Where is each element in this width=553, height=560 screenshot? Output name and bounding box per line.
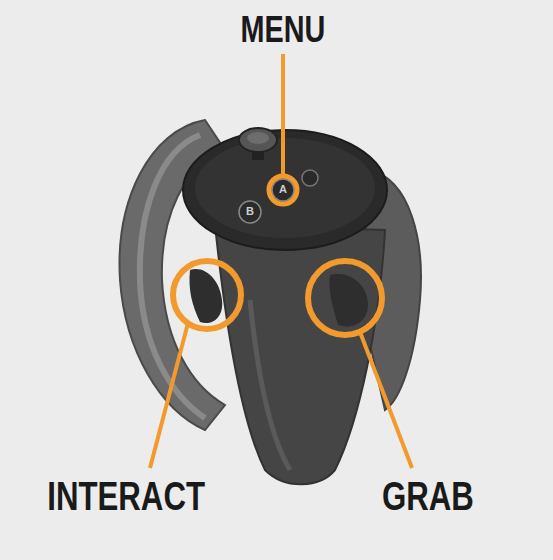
leader-line [360,332,412,468]
system-button [302,170,318,186]
callout-label: MENU [241,12,326,48]
a-button [272,179,294,201]
callout-label: GRAB [382,476,474,516]
leader-line [281,54,285,176]
callout-circle [308,261,382,335]
callout-circle [173,261,241,329]
callout-circle [269,176,297,204]
button-letter: B [246,206,254,217]
button-letter: A [279,184,287,195]
index-trigger [189,269,222,323]
leader-line [150,323,188,468]
grip-highlight [250,300,290,470]
thumbstick [239,128,277,152]
thumbstick-top [247,132,269,144]
b-button [239,201,261,223]
callout-label: INTERACT [47,476,205,516]
grip [215,225,385,484]
grip-trigger [329,274,368,326]
